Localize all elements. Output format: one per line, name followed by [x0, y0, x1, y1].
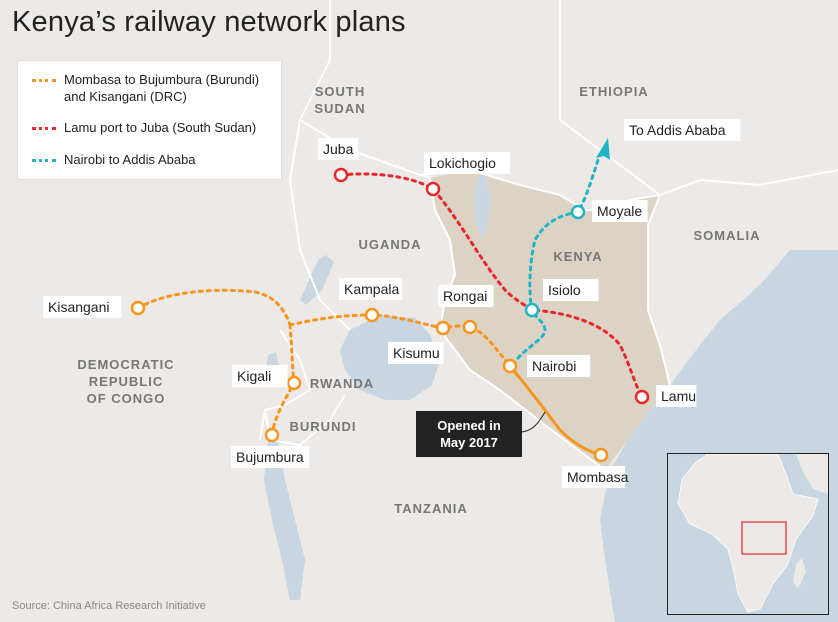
city-label-bg-kisangani — [43, 296, 122, 318]
city-label-nairobi: Nairobi — [532, 358, 576, 374]
madagascar — [793, 558, 806, 589]
city-label-bg-bujumbura — [231, 446, 310, 468]
city-label-lamu: Lamu — [661, 388, 696, 404]
legend-item-orange: Mombasa to Bujumbura (Burundi) and Kisan… — [32, 71, 259, 105]
city-label-isiolo: Isiolo — [548, 282, 581, 298]
marker-isiolo — [524, 302, 540, 318]
marker-kampala — [364, 307, 380, 323]
africa-continent — [677, 454, 819, 613]
page-title: Kenya’s railway network plans — [12, 6, 406, 38]
legend-swatch-red — [32, 127, 56, 130]
city-label-bujumbura: Bujumbura — [236, 449, 304, 465]
city-label-bg-mombasa — [562, 466, 626, 488]
lake-albert — [300, 255, 334, 305]
city-markers — [130, 167, 650, 463]
city-label-kisangani: Kisangani — [48, 299, 110, 315]
callout-pointer — [521, 411, 546, 433]
marker-juba — [333, 167, 349, 183]
lake-tanganyika — [264, 440, 305, 600]
city-label-bg-moyale — [592, 200, 648, 222]
city-label-bg-rongai — [438, 285, 494, 307]
route-lamu-juba — [339, 172, 644, 399]
marker-bujumbura — [264, 427, 280, 443]
city-label-bg-lokichogio — [424, 152, 510, 174]
city-label-kampala: Kampala — [344, 281, 399, 297]
city-label-bg-kigali — [232, 365, 288, 387]
legend-swatch-orange — [32, 79, 56, 82]
source-note: Source: China Africa Research Initiative — [12, 600, 206, 612]
kenya-territory — [430, 170, 670, 470]
lake-turkana — [474, 176, 490, 240]
marker-nairobi — [502, 358, 518, 374]
country-uganda: UGANDA — [358, 237, 421, 252]
city-label-bg-lamu — [656, 385, 697, 407]
city-label-mombasa: Mombasa — [567, 469, 629, 485]
legend-item-teal: Nairobi to Addis Ababa — [32, 151, 196, 168]
route-sgr-opened — [508, 364, 603, 457]
route-nairobi-addis — [516, 158, 600, 360]
city-label-lokichogio: Lokichogio — [429, 155, 496, 171]
addis-arrow-icon — [596, 138, 610, 160]
country-burundi: BURUNDI — [290, 419, 357, 434]
city-label-kisumu: Kisumu — [393, 345, 440, 361]
legend-label: Nairobi to Addis Ababa — [64, 152, 196, 167]
marker-lokichogio — [425, 181, 441, 197]
marker-moyale — [570, 204, 586, 220]
opened-callout: Opened in May 2017 — [416, 411, 522, 457]
city-label-bg-kisumu — [388, 342, 444, 364]
legend-label: Mombasa to Bujumbura (Burundi) and Kisan… — [64, 72, 260, 104]
country-rwanda: RWANDA — [310, 376, 374, 391]
arabia — [796, 454, 828, 494]
marker-lamu — [634, 389, 650, 405]
city-label-bg-nairobi — [527, 355, 591, 377]
city-label-addis: To Addis Ababa — [629, 122, 726, 138]
marker-kisangani — [130, 300, 146, 316]
africa-inset-map — [667, 453, 829, 615]
kenya-region-box — [741, 521, 787, 555]
marker-kigali — [286, 375, 302, 391]
country-tanzania: TANZANIA — [394, 501, 467, 516]
city-label-juba: Juba — [323, 141, 354, 157]
legend-label: Lamu port to Juba (South Sudan) — [64, 120, 257, 135]
city-label-bg-juba — [318, 138, 359, 160]
city-label-bg-kampala — [339, 278, 403, 300]
country-kenya: KENYA — [553, 249, 602, 264]
legend-item-red: Lamu port to Juba (South Sudan) — [32, 119, 256, 136]
city-label-kigali: Kigali — [237, 368, 271, 384]
city-label-rongai: Rongai — [443, 288, 487, 304]
city-label-moyale: Moyale — [597, 203, 642, 219]
marker-mombasa — [593, 447, 609, 463]
city-label-bg-isiolo — [543, 279, 599, 301]
country-borders — [259, 0, 838, 471]
marker-rongai — [462, 319, 478, 335]
africa-inset-svg — [677, 454, 828, 613]
country-ethiopia: ETHIOPIA — [579, 84, 648, 99]
marker-kisumu — [435, 320, 451, 336]
legend: Mombasa to Bujumbura (Burundi) and Kisan… — [17, 60, 282, 180]
city-label-bg-addis — [624, 119, 741, 141]
country-somalia: SOMALIA — [694, 228, 761, 243]
route-kisangani — [136, 288, 292, 327]
legend-swatch-teal — [32, 159, 56, 162]
